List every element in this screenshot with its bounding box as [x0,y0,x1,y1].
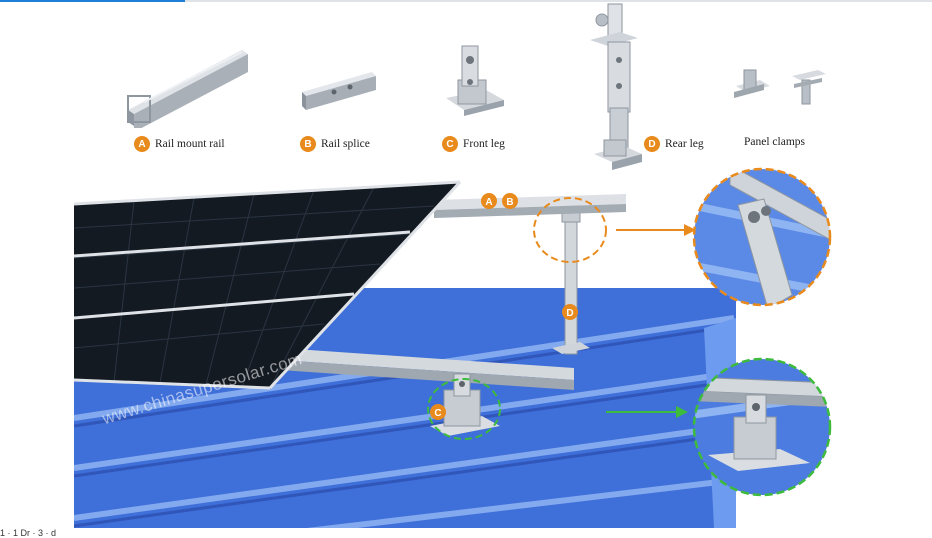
scene-badge-c: C [430,404,446,420]
component-d-label: D Rear leg [644,136,704,152]
rear-leg-image [590,3,642,170]
lower-rail [280,348,574,390]
clipped-footer-text: 1 · 1 Dr · 3 · d [0,528,57,538]
rear-leg-highlight [533,197,607,263]
component-clamps-label: Panel clamps [744,136,805,148]
rail-mount-rail-image [127,50,248,128]
badge-a: A [134,136,150,152]
solar-panel-array [74,180,462,390]
badge-c: C [442,136,458,152]
front-leg-image [446,45,504,116]
component-b-label: B Rail splice [300,136,370,152]
front-leg-detail-zoom [692,357,832,497]
scene-badge-a: A [481,193,497,209]
top-accent-bar [0,0,185,2]
svg-text:B: B [506,197,513,208]
badge-d: D [644,136,660,152]
front-leg-highlight [427,378,501,440]
panel-clamps-image [734,69,826,105]
rail-splice-image [302,72,376,110]
svg-text:A: A [485,197,492,208]
rear-leg-detail-zoom [692,167,832,307]
callout-arrows [606,224,696,418]
top-border [0,0,932,2]
badge-b: B [300,136,316,152]
svg-text:C: C [434,408,441,419]
scene-badge-d: D [562,304,578,320]
upper-rail [434,194,626,218]
scene-badge-b: B [502,193,518,209]
component-c-label: C Front leg [442,136,505,152]
svg-text:D: D [566,308,573,319]
component-a-label: A Rail mount rail [134,136,225,152]
front-leg [430,373,500,436]
